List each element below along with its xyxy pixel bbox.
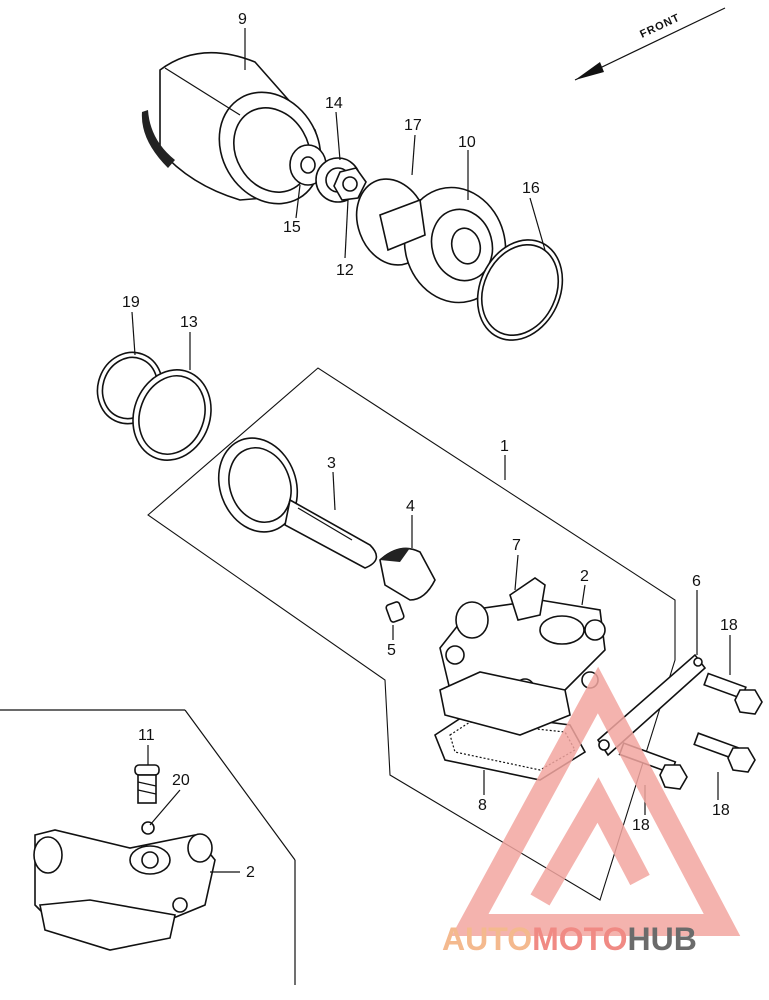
part-18-bolt-middle: [693, 732, 756, 773]
callout-8: 8: [478, 797, 487, 814]
callout-7: 7: [512, 537, 521, 554]
callout-9: 9: [238, 11, 247, 28]
part-2-body-inset: [33, 829, 216, 951]
part-12-nut: [333, 167, 367, 201]
front-label: FRONT: [638, 12, 682, 41]
watermark-moto: MOTO: [532, 921, 627, 957]
part-4-float: [379, 547, 436, 601]
callout-15: 15: [283, 219, 301, 236]
callout-13: 13: [180, 314, 198, 331]
callout-6: 6: [692, 573, 701, 590]
callout-18c: 18: [632, 817, 650, 834]
watermark-auto: AUTO: [442, 921, 532, 957]
callout-3: 3: [327, 455, 336, 472]
part-11-valve: [134, 764, 160, 804]
part-13-gasket: [132, 369, 212, 461]
callout-10: 10: [458, 134, 476, 151]
callout-16: 16: [522, 180, 540, 197]
part-10-cap: [379, 186, 507, 304]
callout-4: 4: [406, 498, 415, 515]
leader-lines: [131, 28, 731, 873]
front-arrow-indicator: FRONT: [574, 7, 726, 81]
callout-11: 11: [138, 727, 155, 744]
part-20-ball: [141, 821, 155, 835]
watermark-logo: AUTOMOTOHUB: [442, 666, 741, 957]
callout-17: 17: [404, 117, 422, 134]
callout-14: 14: [325, 95, 343, 112]
callout-2a: 2: [580, 568, 589, 585]
part-5-pin: [385, 601, 405, 623]
callout-2b: 2: [246, 864, 255, 881]
part-3-gasket-plate: [217, 437, 378, 569]
callout-1: 1: [500, 438, 509, 455]
inset-frame: [0, 709, 296, 985]
callout-12: 12: [336, 262, 354, 279]
watermark-hub: HUB: [627, 921, 696, 957]
callout-19: 19: [122, 294, 140, 311]
callout-20: 20: [172, 772, 190, 789]
part-16-snap-ring: [476, 239, 564, 341]
callout-5: 5: [387, 642, 396, 659]
part-9-filter-housing: [141, 51, 322, 205]
callout-18b: 18: [712, 802, 730, 819]
callout-labels: 9 14 17 10 16 15 12 19 13 1 3 4 7 2 6 18…: [122, 11, 738, 881]
part-18-bolt-upper: [703, 672, 763, 715]
watermark-text: AUTOMOTOHUB: [442, 921, 697, 957]
callout-18a: 18: [720, 617, 738, 634]
